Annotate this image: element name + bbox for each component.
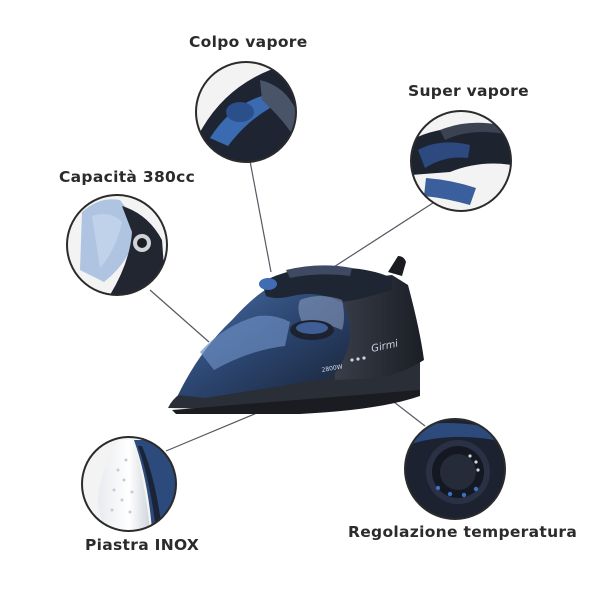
leader-line-piastra: [165, 412, 258, 452]
detail-circle-piastra: [81, 436, 177, 532]
iron-model-text: 2800W: [321, 363, 343, 374]
cord-guard: [388, 256, 406, 276]
label-piastra-inox: Piastra INOX: [85, 536, 200, 554]
label-super-vapore: Super vapore: [408, 82, 529, 100]
leader-line-colpo: [249, 160, 272, 273]
leader-line-capacita: [149, 289, 210, 343]
label-capacita: Capacità 380cc: [59, 168, 196, 186]
steam-button: [259, 278, 277, 290]
detail-circle-super-vapore: [410, 110, 512, 212]
detail-circle-colpo-vapore: [195, 61, 297, 163]
label-regolazione-temperatura: Regolazione temperatura: [348, 523, 578, 541]
detail-circle-capacita: [66, 194, 168, 296]
detail-circle-regolazione: [404, 418, 506, 520]
label-colpo-vapore: Colpo vapore: [189, 33, 308, 51]
steam-iron: Girmi 2800W: [168, 256, 424, 414]
